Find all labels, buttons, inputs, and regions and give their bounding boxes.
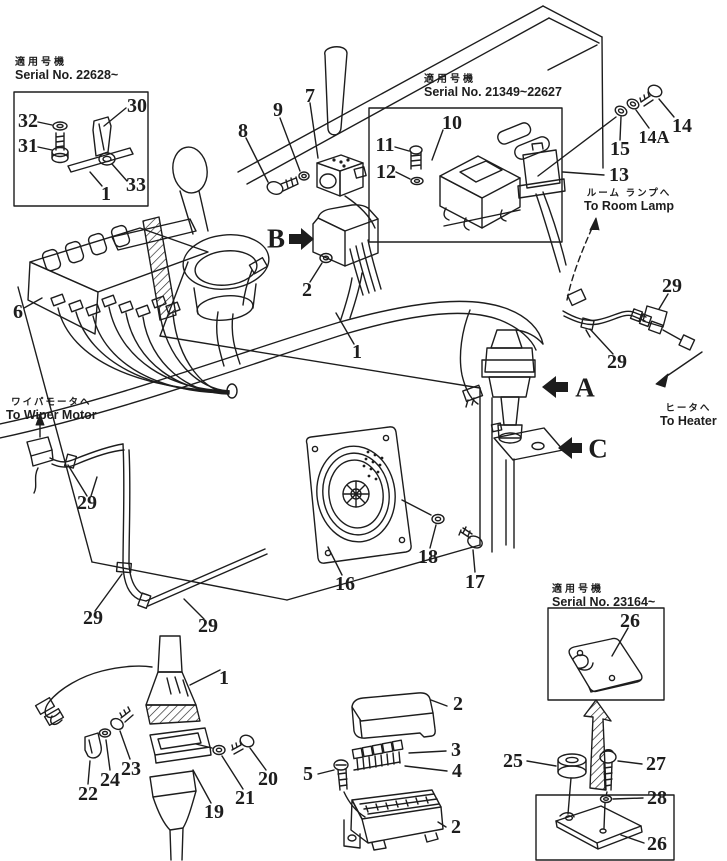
to-room-lamp-jp: ルーム ランプへ: [586, 188, 672, 199]
plate-mounting-assembly: [526, 699, 675, 861]
connector-a-assembly: [481, 329, 564, 549]
to-heater-jp: ヒータへ: [665, 403, 712, 414]
room-lamp-wire: [566, 217, 600, 307]
to-room-lamp-en: To Room Lamp: [584, 199, 675, 213]
to-heater-en: To Heater: [660, 414, 717, 428]
serial-note-21349-jp: 適用号機: [424, 74, 476, 85]
cab-structure-lines: [17, 5, 604, 601]
relay-2: [309, 204, 382, 296]
serial-note-23164-jp: 適用号機: [552, 584, 604, 595]
serial-note-22628: 適用号機 Serial No. 22628~: [15, 53, 118, 82]
exploded-connector-1: [34, 635, 267, 861]
control-lever: [142, 46, 348, 367]
view-b-arrow: [289, 228, 314, 250]
fuse-box-exploded: [317, 692, 448, 851]
view-label-b: B: [266, 223, 286, 254]
to-wiper-motor-label: ワイパモータへ To Wiper Motor: [6, 394, 97, 422]
to-room-lamp-label: ルーム ランプへ To Room Lamp: [584, 185, 674, 213]
inset-box-serial-23164: [547, 607, 665, 701]
switch-assembly-7: [245, 102, 376, 229]
view-a-arrow: [542, 376, 568, 398]
to-wiper-motor-jp: ワイパモータへ: [11, 397, 92, 408]
heater-wire: [562, 293, 703, 388]
inset-box-serial-22628: [13, 91, 149, 207]
left-console: [23, 218, 238, 399]
view-label-c: C: [588, 433, 608, 464]
wiper-wire: [26, 413, 268, 620]
view-label-a: A: [575, 372, 595, 403]
to-wiper-motor-en: To Wiper Motor: [6, 408, 97, 422]
serial-note-23164-text: Serial No. 23164~: [552, 595, 656, 609]
view-c-arrow: [558, 437, 582, 459]
inset-box-serial-21349: [368, 84, 675, 273]
serial-note-22628-jp: 適用号機: [15, 57, 67, 68]
serial-note-23164: 適用号機 Serial No. 23164~: [552, 580, 655, 609]
view-arrows: [289, 228, 582, 459]
speaker: [305, 426, 483, 576]
to-heater-label: ヒータへ To Heater: [660, 400, 717, 428]
serial-note-21349: 適用号機 Serial No. 21349~22627: [424, 70, 562, 99]
serial-note-22628-text: Serial No. 22628~: [15, 68, 119, 82]
serial-note-21349-text: Serial No. 21349~22627: [424, 85, 562, 99]
main-harness: [0, 272, 544, 439]
clamp-bar-part-1: [67, 147, 134, 173]
